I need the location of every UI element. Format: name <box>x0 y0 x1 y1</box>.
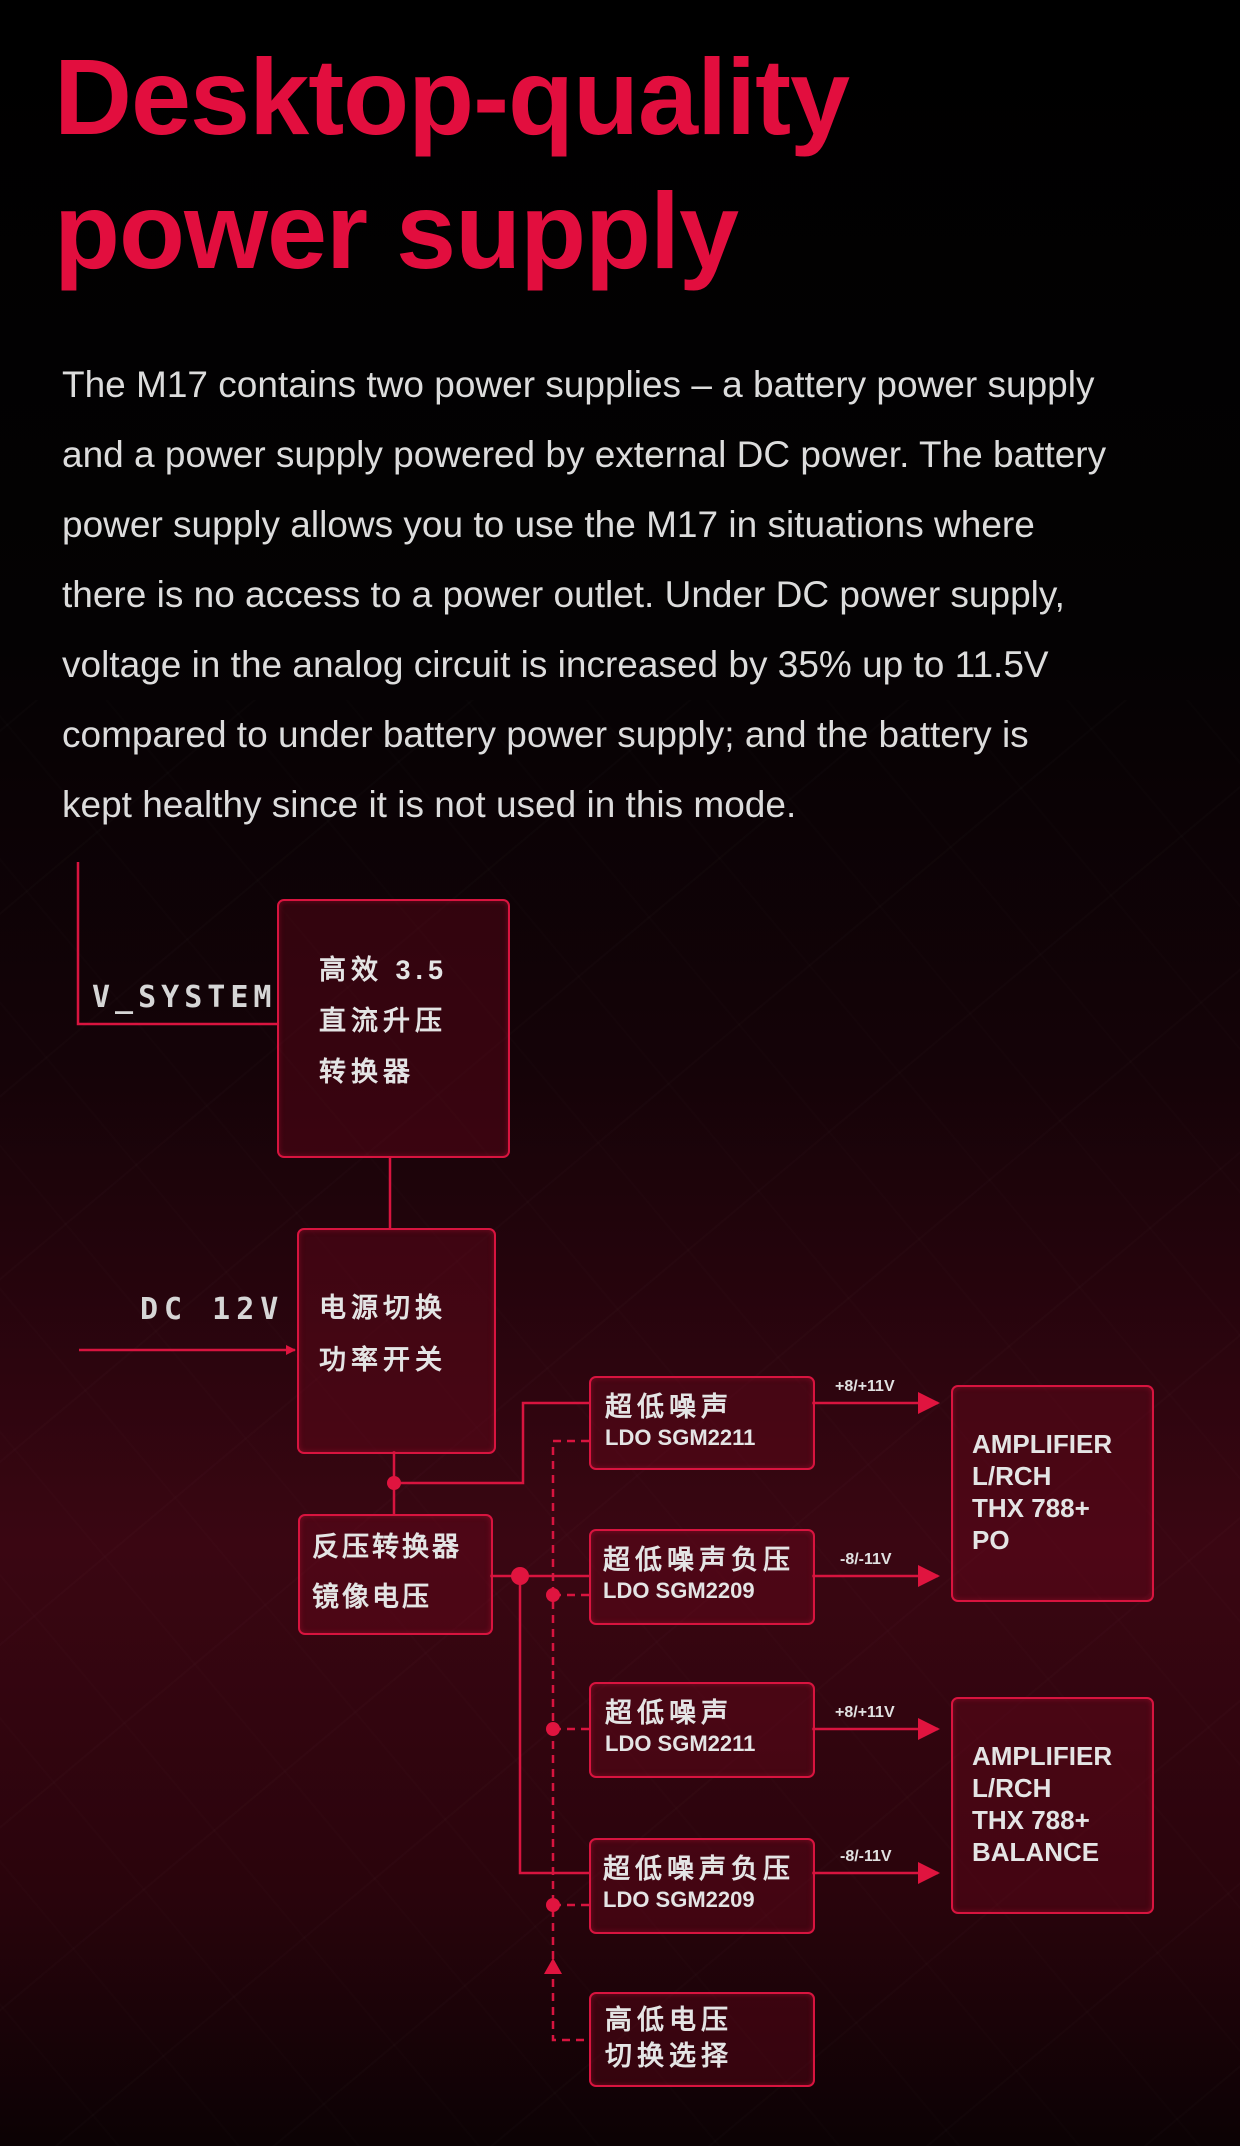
selector-arrow-up <box>544 1958 562 1974</box>
description-line: there is no access to a power outlet. Un… <box>62 574 1065 615</box>
dc-input-label: DC 12V <box>140 1292 285 1327</box>
block-text: 高低电压 <box>605 2005 733 2035</box>
ldo-name: 超低噪声负压 <box>603 1545 795 1575</box>
amp-text: BALANCE <box>972 1837 1100 1867</box>
block-text: 直流升压 <box>319 1006 447 1036</box>
block-text: 电源切换 <box>319 1293 447 1323</box>
title-line-2: power supply <box>54 170 739 291</box>
ldo-block: 超低噪声负压 LDO SGM2209 <box>589 1838 815 1934</box>
voltage-label: -8/-11V <box>840 1551 892 1568</box>
description-line: compared to under battery power supply; … <box>62 714 1029 755</box>
amp-text: PO <box>972 1525 1010 1555</box>
amplifier-balance-block: AMPLIFIER L/RCH THX 788+ BALANCE <box>951 1697 1154 1914</box>
voltage-label: +8/+11V <box>835 1378 895 1395</box>
block-text: 转换器 <box>319 1057 415 1087</box>
amp-text: L/RCH <box>972 1461 1052 1491</box>
inverter-block: 反压转换器 镜像电压 <box>298 1514 493 1635</box>
description-line: kept healthy since it is not used in thi… <box>62 784 797 825</box>
amp-text: THX 788+ <box>972 1805 1090 1835</box>
voltage-selector-block: 高低电压 切换选择 <box>589 1992 815 2087</box>
selector-dashed-wires <box>551 1439 589 2042</box>
inverter-to-ldo4-wire <box>518 1576 589 1875</box>
voltage-label: -8/-11V <box>840 1848 892 1865</box>
v-system-wire <box>76 862 277 1026</box>
v-system-label: V_SYSTEM <box>92 980 277 1015</box>
description-line: power supply allows you to use the M17 i… <box>62 504 1035 545</box>
ldo-name: 超低噪声负压 <box>603 1854 795 1884</box>
amp-text: L/RCH <box>972 1773 1052 1803</box>
switch-to-ldo1-wire <box>394 1401 589 1485</box>
ldo-part: LDO SGM2209 <box>603 1887 755 1912</box>
amp-text: AMPLIFIER <box>972 1741 1113 1771</box>
amp-text: AMPLIFIER <box>972 1429 1113 1459</box>
description: The M17 contains two power supplies – a … <box>62 350 1106 840</box>
description-line: The M17 contains two power supplies – a … <box>62 364 1095 405</box>
block-text: 镜像电压 <box>312 1582 432 1612</box>
ldo-block: 超低噪声 LDO SGM2211 <box>589 1376 815 1470</box>
ldo-name: 超低噪声 <box>605 1698 733 1728</box>
description-line: and a power supply powered by external D… <box>62 434 1107 475</box>
amplifier-po-block: AMPLIFIER L/RCH THX 788+ PO <box>951 1385 1154 1602</box>
junction-dots <box>387 1476 560 1912</box>
voltage-label: +8/+11V <box>835 1704 895 1721</box>
ldo-part: LDO SGM2211 <box>605 1731 756 1756</box>
ldo-part: LDO SGM2211 <box>605 1425 756 1450</box>
page-title: Desktop-quality power supply <box>54 30 850 298</box>
ldo-block: 超低噪声 LDO SGM2211 <box>589 1682 815 1778</box>
block-text: 反压转换器 <box>312 1532 462 1562</box>
ldo-name: 超低噪声 <box>605 1392 733 1422</box>
power-switch-block: 电源切换 功率开关 <box>297 1228 496 1454</box>
amp-text: THX 788+ <box>972 1493 1090 1523</box>
block-text: 切换选择 <box>605 2041 733 2071</box>
boost-converter-block: 高效 3.5 直流升压 转换器 <box>277 899 510 1158</box>
title-line-1: Desktop-quality <box>54 36 850 157</box>
block-text: 高效 3.5 <box>319 955 449 985</box>
ldo-part: LDO SGM2209 <box>603 1578 755 1603</box>
description-line: voltage in the analog circuit is increas… <box>62 644 1049 685</box>
circuit-background <box>0 700 1240 2146</box>
ldo-block: 超低噪声负压 LDO SGM2209 <box>589 1529 815 1625</box>
block-text: 功率开关 <box>319 1345 447 1375</box>
